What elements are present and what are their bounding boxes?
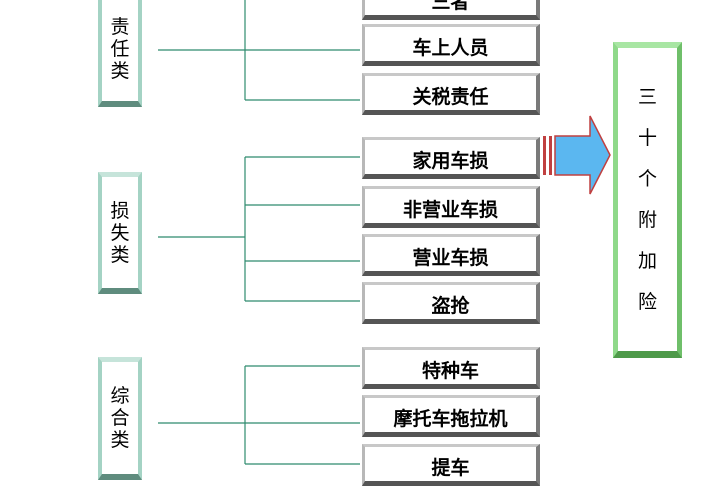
category-char: 类 xyxy=(110,243,130,266)
item-box: 提车 xyxy=(362,444,540,486)
item-box: 特种车 xyxy=(362,347,540,389)
result-char: 个 xyxy=(637,167,657,190)
item-box: 营业车损 xyxy=(362,234,540,276)
result-char: 加 xyxy=(637,249,657,272)
category-comprehensive: 综 合 类 xyxy=(98,357,142,480)
item-box: 三者 xyxy=(362,0,540,20)
result-box: 三 十 个 附 加 险 xyxy=(613,42,682,358)
result-char: 三 xyxy=(637,85,657,108)
category-char: 类 xyxy=(110,60,130,82)
result-char: 附 xyxy=(637,208,657,231)
item-box: 车上人员 xyxy=(362,24,540,66)
category-char: 损 xyxy=(110,199,130,222)
result-char: 险 xyxy=(637,290,657,313)
arrow-icon xyxy=(543,115,611,195)
category-char: 任 xyxy=(110,38,130,60)
item-box: 盗抢 xyxy=(362,282,540,324)
category-liability: 责 任 类 xyxy=(98,0,142,107)
category-char: 类 xyxy=(110,429,130,451)
item-box: 非营业车损 xyxy=(362,186,540,228)
item-box: 家用车损 xyxy=(362,137,540,179)
item-box: 摩托车拖拉机 xyxy=(362,395,540,437)
category-char: 失 xyxy=(110,221,130,244)
category-loss: 损 失 类 xyxy=(98,172,142,294)
category-char: 责 xyxy=(110,16,130,38)
category-char: 合 xyxy=(110,407,130,429)
item-box: 关税责任 xyxy=(362,73,540,115)
result-char: 十 xyxy=(637,126,657,149)
category-char: 综 xyxy=(110,385,130,407)
